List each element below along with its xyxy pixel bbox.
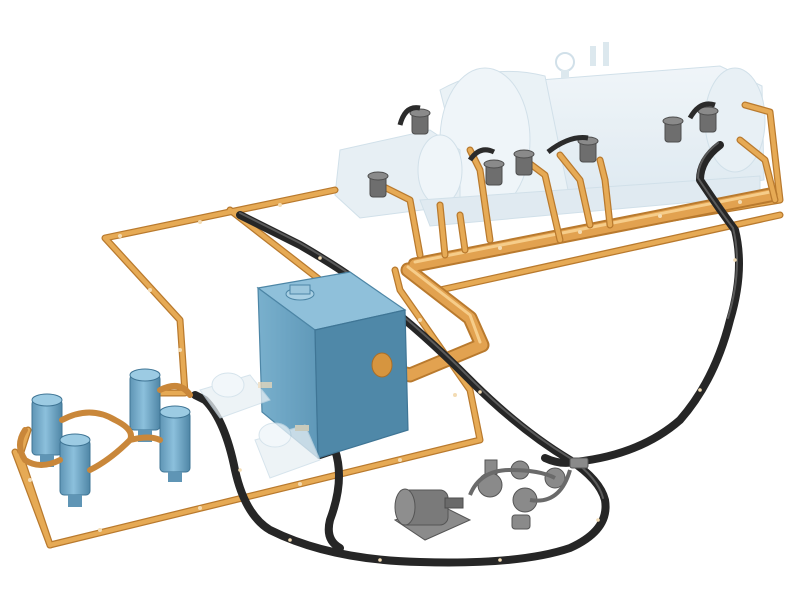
standby-pumps — [199, 372, 321, 479]
valve-icon — [483, 159, 505, 186]
valve-icon — [577, 136, 599, 163]
valve-icon — [477, 457, 589, 530]
pump-icon — [393, 488, 472, 541]
pump-icon — [254, 422, 321, 479]
valve-icon — [697, 106, 719, 133]
filter-icon — [59, 433, 91, 507]
main-pump-unit — [393, 457, 589, 541]
turbine-icon — [334, 65, 766, 227]
tank-icon — [256, 271, 409, 460]
valve-icon — [409, 108, 431, 135]
valve-icon — [513, 149, 535, 176]
filter-icon — [129, 368, 161, 442]
bearing-valves — [367, 101, 719, 198]
pipe-bolts — [28, 200, 742, 532]
filter-icon — [159, 405, 191, 482]
turbine-generator — [334, 42, 766, 227]
valve-icon — [662, 116, 684, 143]
oil-filters — [17, 368, 193, 507]
bulb-icon — [555, 42, 609, 78]
valve-icon — [367, 171, 389, 198]
pump-icon — [199, 372, 272, 419]
oil-tank — [256, 271, 409, 460]
filter-icon — [31, 393, 63, 467]
